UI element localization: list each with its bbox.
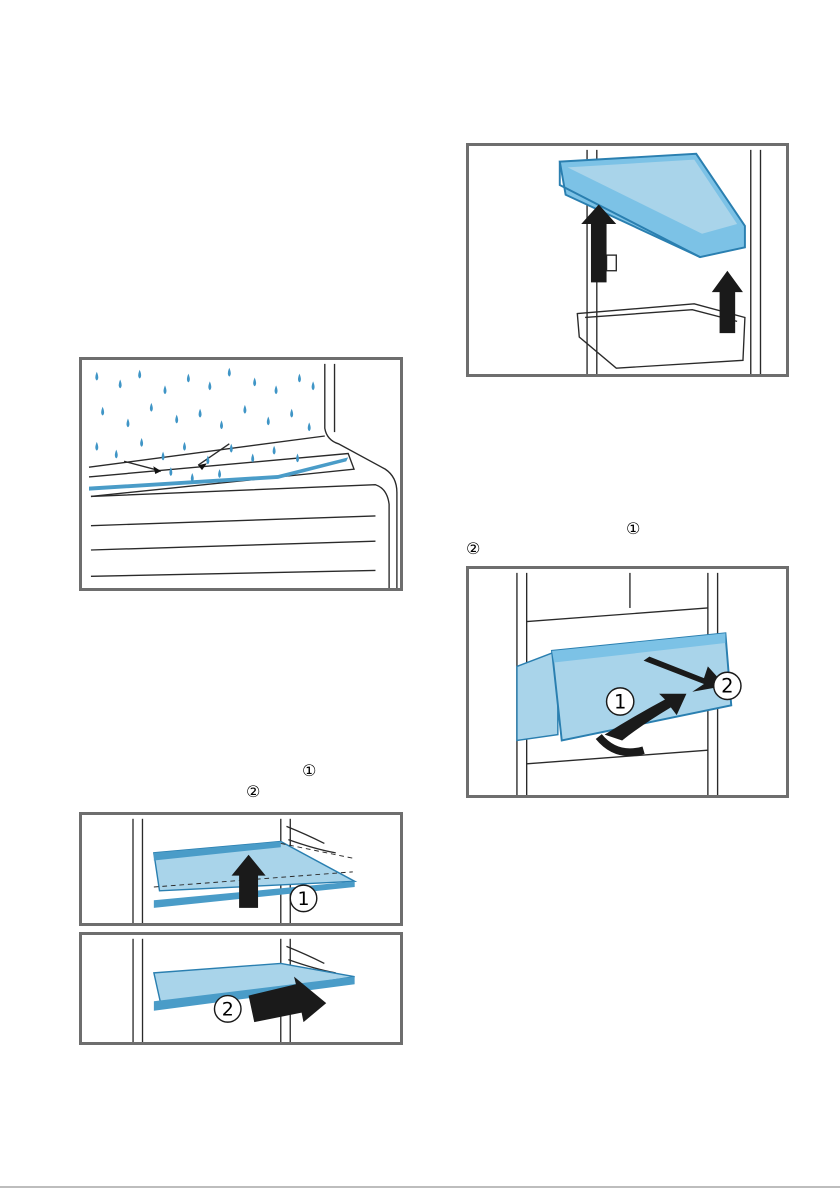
water-drop <box>175 415 178 424</box>
water-drop <box>162 452 165 461</box>
step-marker-2-left: ② <box>246 784 260 800</box>
water-drop <box>253 378 256 387</box>
water-drop <box>140 438 143 447</box>
water-drop <box>101 407 104 416</box>
drawer-step1-label: 1 <box>614 690 626 713</box>
water-drop <box>296 454 299 463</box>
door-rack-illustration <box>469 146 786 374</box>
water-drop <box>95 442 98 451</box>
water-drop <box>95 372 98 381</box>
water-drop <box>150 403 153 412</box>
shelf-lift-figure: 1 <box>79 812 403 926</box>
water-drop <box>115 450 118 459</box>
water-drop <box>169 467 172 476</box>
water-drop <box>187 374 190 383</box>
water-drop <box>267 417 270 426</box>
shelf-step2-label: 2 <box>222 998 234 1020</box>
water-drop <box>208 381 211 390</box>
step-marker-2-right: ② <box>466 541 480 557</box>
condensation-figure <box>79 357 403 591</box>
water-drop <box>220 420 223 429</box>
footer-rule <box>0 1186 840 1188</box>
water-drop <box>127 418 130 427</box>
shelf-pull-figure: 2 <box>79 932 403 1045</box>
water-drop <box>273 446 276 455</box>
water-drop <box>275 385 278 394</box>
water-drop <box>230 444 233 453</box>
water-drops-illustration <box>82 360 400 588</box>
water-drop <box>138 370 141 379</box>
drawer-step2-label: 2 <box>721 675 733 698</box>
door-rack-figure <box>466 143 789 377</box>
water-drop <box>164 385 167 394</box>
step-marker-1-right: ① <box>626 521 640 537</box>
water-drop <box>290 409 293 418</box>
water-drop <box>243 405 246 414</box>
water-drop <box>228 368 231 377</box>
shelf-step1-label: 1 <box>297 888 309 910</box>
drawer-figure: 1 2 <box>466 566 789 798</box>
drawer-removal-illustration: 1 2 <box>469 569 786 795</box>
water-drop <box>312 381 315 390</box>
water-drop <box>308 422 311 431</box>
glass-shelf-pull-illustration: 2 <box>82 935 400 1042</box>
water-drop <box>199 409 202 418</box>
water-drop <box>183 442 186 451</box>
water-drop <box>218 469 221 478</box>
glass-shelf-lift-illustration: 1 <box>82 815 400 923</box>
step-marker-1-left: ① <box>302 763 316 779</box>
water-drop <box>191 473 194 482</box>
water-drop <box>206 455 209 464</box>
water-drop <box>119 379 122 388</box>
water-drop <box>298 374 301 383</box>
water-drop <box>251 454 254 463</box>
